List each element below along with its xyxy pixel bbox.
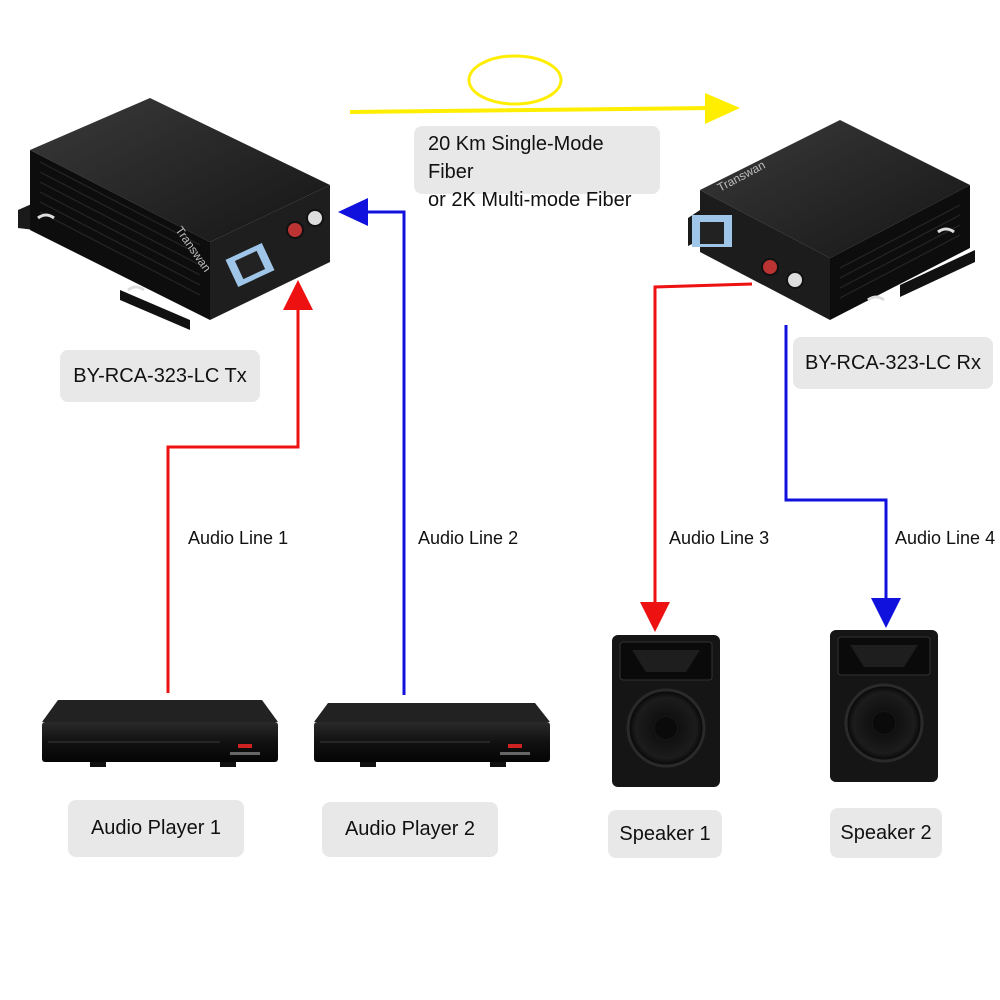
tx-unit: Transwan [18,98,330,330]
audio-line-3-arrowhead [640,602,670,632]
audio-line-3 [640,282,753,632]
audio-player-2 [314,703,550,767]
speaker-1-label: Speaker 1 [608,810,722,858]
audio-line-1-arrowhead [283,280,313,310]
audio-line-4 [784,325,901,628]
fiber-arrowhead [705,93,740,124]
speaker-1 [612,635,720,787]
fiber-label: 20 Km Single-Mode Fiber or 2K Multi-mode… [414,126,660,211]
audio-line-2-label: Audio Line 2 [418,528,519,548]
speaker-2 [830,630,938,782]
speaker-2-label: Speaker 2 [830,808,942,858]
fiber-line [349,106,713,114]
audio-player-1 [42,700,278,767]
audio-player-1-label: Audio Player 1 [68,800,244,857]
audio-player-2-label: Audio Player 2 [322,802,498,857]
audio-line-4-arrowhead [871,598,901,628]
audio-line-2 [338,198,406,695]
fiber-label-line-2: or 2K Multi-mode Fiber [428,189,632,211]
tx-label: BY-RCA-323-LC Tx [60,350,260,402]
audio-line-2-arrowhead [338,198,368,226]
fiber-link [349,54,740,124]
rx-unit: Transwan [688,120,975,320]
audio-line-4-label: Audio Line 4 [895,528,996,548]
fiber-label-line-1: 20 Km Single-Mode Fiber [428,133,604,183]
fiber-coil [467,54,563,106]
audio-line-3-label: Audio Line 3 [669,528,770,548]
rx-label: BY-RCA-323-LC Rx [793,337,993,389]
audio-line-1-label: Audio Line 1 [188,528,289,548]
audio-line-1 [166,280,313,693]
